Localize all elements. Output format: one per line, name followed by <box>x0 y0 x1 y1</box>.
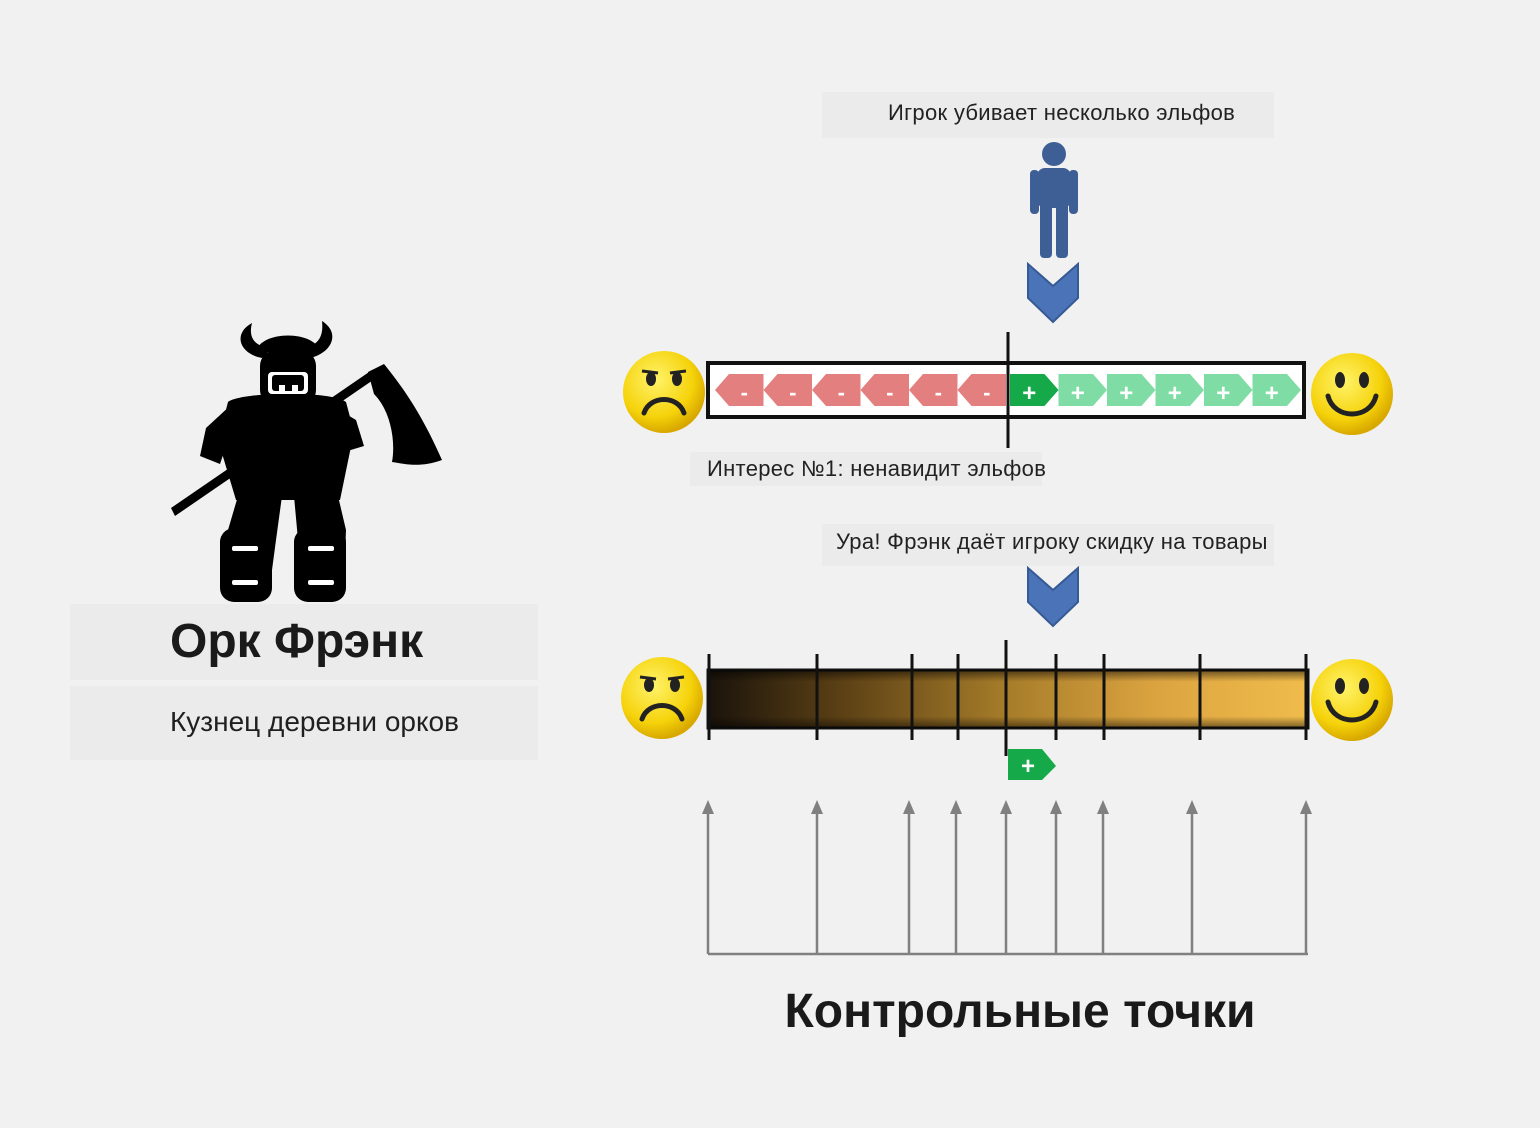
checkpoint-arrow-head <box>1186 800 1198 814</box>
down-chevron-icon <box>1027 566 1079 628</box>
checkpoint-arrows <box>702 800 1312 956</box>
positive-segment-symbol: + <box>1022 380 1036 407</box>
character-name: Орк Фрэнк <box>170 615 424 668</box>
orc-warrior-icon <box>171 321 442 602</box>
sad-face-icon <box>621 657 703 739</box>
active-positive-segment <box>1010 374 1059 406</box>
negative-segment <box>812 374 861 406</box>
negative-segment-symbol: - <box>789 380 796 405</box>
positive-segment <box>1058 374 1107 406</box>
positive-segment <box>1204 374 1253 406</box>
event-top-box: Игрок убивает несколько эльфов <box>822 92 1274 138</box>
checkpoint-arrow-head <box>1097 800 1109 814</box>
positive-segment-symbol: + <box>1168 380 1182 407</box>
down-chevron-icon <box>1027 262 1079 324</box>
happy-face-icon <box>1311 353 1393 435</box>
positive-segment-symbol: + <box>1216 380 1230 407</box>
character-role: Кузнец деревни орков <box>170 706 459 737</box>
positive-segment <box>1252 374 1301 406</box>
positive-segment <box>1107 374 1156 406</box>
positive-segment-symbol: + <box>1265 380 1279 407</box>
negative-segment-symbol: - <box>935 380 942 405</box>
negative-segment <box>957 374 1006 406</box>
plus-marker-symbol: + <box>1021 753 1035 780</box>
negative-segment <box>763 374 812 406</box>
checkpoint-arrow-head <box>702 800 714 814</box>
character-name-box: Орк Фрэнк <box>70 604 538 680</box>
interest-meter: - - - - - - + + + + + + <box>706 332 1306 448</box>
event-bottom-box: Ура! Фрэнк даёт игроку скидку на товары <box>822 524 1274 566</box>
negative-segment-symbol: - <box>741 380 748 405</box>
negative-segment <box>715 374 764 406</box>
positive-segment-symbol: + <box>1071 380 1085 407</box>
checkpoint-arrow-head <box>811 800 823 814</box>
person-icon <box>1030 142 1078 258</box>
interest-caption: Интерес №1: ненавидит эльфов <box>707 456 1047 481</box>
checkpoint-arrow-head <box>1300 800 1312 814</box>
relation-bar: + <box>706 640 1310 780</box>
interest-caption-box: Интерес №1: ненавидит эльфов <box>690 452 1046 486</box>
positive-segment <box>1155 374 1204 406</box>
checkpoints-title: Контрольные точки <box>784 985 1256 1038</box>
negative-segment <box>909 374 958 406</box>
checkpoint-arrow-head <box>950 800 962 814</box>
sad-face-icon <box>623 351 705 433</box>
positive-segment-symbol: + <box>1119 380 1133 407</box>
checkpoint-arrow-head <box>1050 800 1062 814</box>
checkpoint-arrow-head <box>1000 800 1012 814</box>
happy-face-icon <box>1311 659 1393 741</box>
negative-segment-symbol: - <box>838 380 845 405</box>
character-role-box: Кузнец деревни орков <box>70 686 538 760</box>
checkpoint-arrow-head <box>903 800 915 814</box>
negative-segment-symbol: - <box>983 380 990 405</box>
negative-segment-symbol: - <box>886 380 893 405</box>
plus-marker <box>1008 749 1056 780</box>
event-top-text: Игрок убивает несколько эльфов <box>888 100 1236 125</box>
negative-segment <box>860 374 909 406</box>
event-bottom-text: Ура! Фрэнк даёт игроку скидку на товары <box>836 529 1268 554</box>
